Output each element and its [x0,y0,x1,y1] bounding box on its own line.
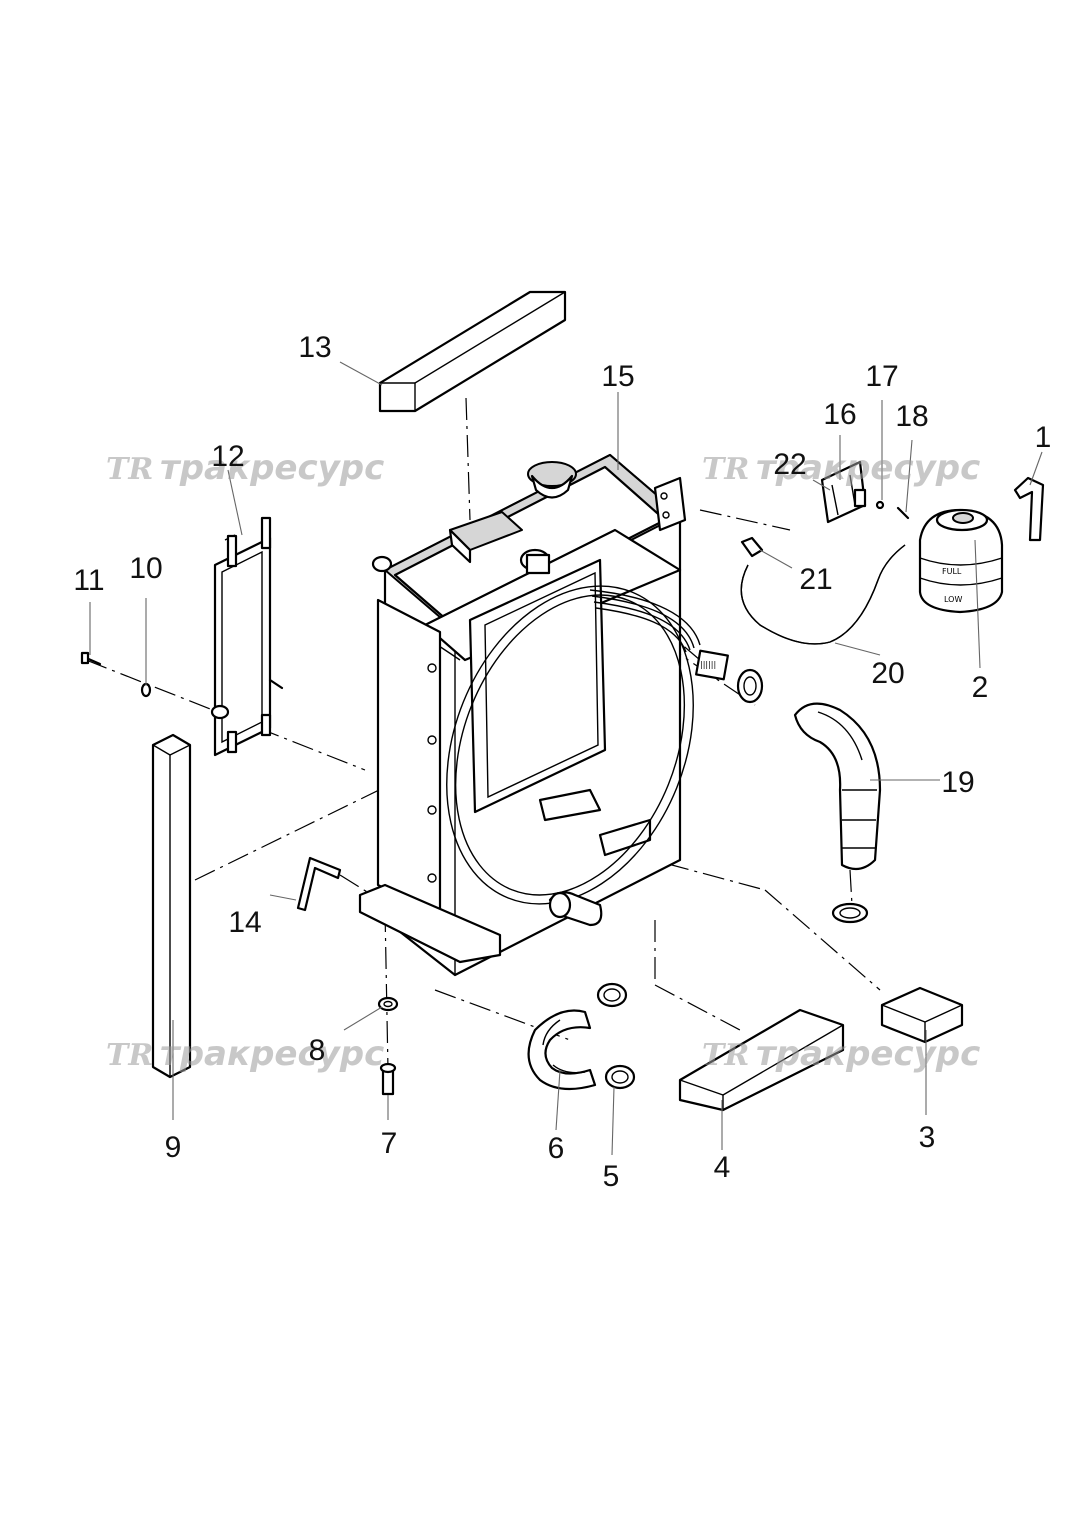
callout-19: 19 [941,766,974,799]
bracket-bolts [875,500,910,520]
callout-11: 11 [73,564,104,597]
drain-cock-pin [296,856,342,912]
callout-14: 14 [228,906,261,939]
watermark-bottom-right: TR тракресурс [702,1034,980,1074]
callout-13: 13 [298,331,331,364]
overflow-tube [740,544,906,645]
side-cooler-bracket [210,516,284,757]
callout-18: 18 [895,400,928,433]
upper-hose [793,702,882,871]
callout-12: 12 [211,440,244,473]
lower-hose [527,1009,597,1091]
watermark-logo: TR [106,452,153,487]
breather-pipe [1013,476,1045,542]
callout-5: 5 [603,1160,620,1193]
callout-10: 10 [129,552,162,585]
bolt-and-washer [80,651,152,698]
watermark-top-right: TR тракресурс [702,448,980,488]
callout-2: 2 [972,671,989,704]
hose-clamp-upper-top [736,668,764,704]
callout-22: 22 [773,448,806,481]
callout-3: 3 [919,1121,936,1154]
reservoir-bracket [820,460,867,524]
callout-15: 15 [601,360,634,393]
watermark-logo: TR [106,1038,153,1073]
callout-8: 8 [309,1034,326,1067]
callout-17: 17 [865,360,898,393]
hose-clamp-upper-bottom [831,902,869,924]
radiator-core [358,453,687,977]
callout-21: 21 [799,563,832,596]
watermark-top-left: TR тракресурс [106,448,384,488]
callout-7: 7 [381,1127,398,1160]
watermark-logo: TR [702,1038,749,1073]
side-seal-strip [151,733,192,1079]
callout-16: 16 [823,398,856,431]
tube-fitting [740,536,764,558]
drain-plug [379,1062,397,1096]
fan-shroud-ring: |||||| [446,585,729,927]
small-seal-block [880,986,964,1044]
watermark-text: тракресурс [160,448,384,488]
callout-20: 20 [871,657,904,690]
hose-clamps-lower [596,982,636,1090]
bottom-seal-block [678,1008,845,1112]
drain-washer [377,996,399,1012]
watermark-bottom-left: TR тракресурс [106,1034,384,1074]
callout-labels: 1 2 3 4 5 6 7 8 9 10 11 12 13 14 15 16 1… [73,331,1051,1193]
shroud-tag-marking: |||||| [700,660,716,669]
callout-1: 1 [1035,421,1052,454]
callout-4: 4 [714,1151,731,1184]
watermark-text: тракресурс [756,1034,980,1074]
top-seal-strip [378,290,567,413]
reservoir-low-mark: LOW [944,595,962,604]
callout-6: 6 [548,1132,565,1165]
callout-9: 9 [165,1131,182,1164]
watermark-logo: TR [702,452,749,487]
watermark-text: тракресурс [756,448,980,488]
reservoir-full-mark: FULL [942,567,962,576]
coolant-reservoir: FULL LOW [918,508,1004,614]
leader-lines [89,361,1043,1156]
watermark-text: тракресурс [160,1034,384,1074]
